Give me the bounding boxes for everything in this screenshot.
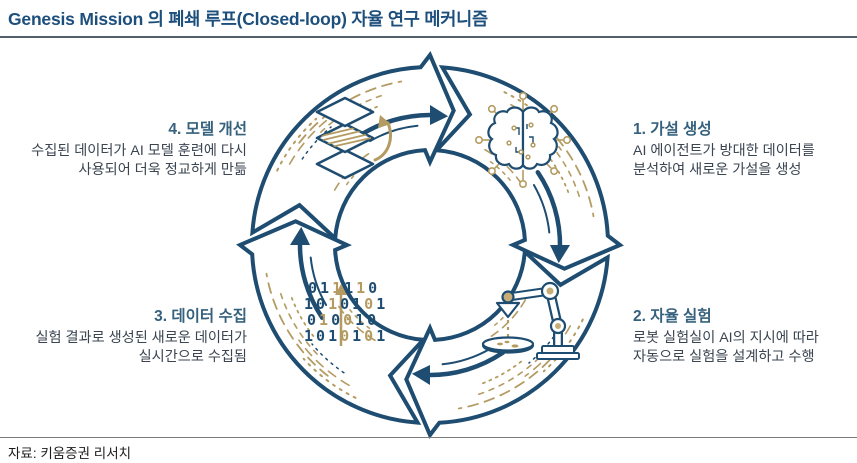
svg-text:011110: 011110 [308, 279, 380, 297]
step-3-data-collection: 3. 데이터 수집 실험 결과로 생성된 새로운 데이터가 실시간으로 수집됨 [4, 304, 247, 367]
step-1-hypothesis: 1. 가설 생성 AI 에이전트가 방대한 데이터를 분석하여 새로운 가설을 … [633, 117, 853, 180]
step-1-heading: 1. 가설 생성 [633, 121, 712, 138]
step-2-text: 자동으로 실험을 설계하고 수행 [633, 349, 815, 365]
step-2-heading: 2. 자율 실험 [633, 308, 712, 325]
clockwise-arrow [297, 240, 325, 320]
robot-arm-icon [481, 281, 580, 360]
clockwise-arrow [425, 350, 505, 378]
svg-text:010010: 010010 [307, 311, 379, 329]
step-3-text: 실시간으로 수집됨 [138, 349, 247, 365]
step-4-model-refinement: 4. 모델 개선 수집된 데이터가 AI 모델 훈련에 다시 사용되어 더욱 정… [4, 117, 247, 180]
figure-title: Genesis Mission 의 폐쇄 루프(Closed-loop) 자율 … [8, 9, 488, 29]
brain-circuit-icon [474, 91, 571, 188]
step-1-text: 분석하여 새로운 가설을 생성 [633, 162, 802, 178]
step-3-text: 실험 결과로 생성된 새로운 데이터가 [35, 330, 247, 346]
step-2-text: 로봇 실험실이 AI의 지시에 따라 [633, 330, 819, 346]
source-divider [0, 437, 857, 438]
step-3-heading: 3. 데이터 수집 [154, 308, 247, 325]
step-1-text: AI 에이전트가 방대한 데이터를 [633, 143, 815, 159]
source-note: 자료: 키움증권 리서치 [8, 446, 132, 461]
ring-arrow-segment [236, 219, 428, 425]
step-4-text: 수집된 데이터가 AI 모델 훈련에 다시 [31, 143, 247, 159]
step-4-heading: 4. 모델 개선 [168, 121, 247, 138]
title-divider [0, 36, 857, 38]
layers-refresh-icon [315, 96, 392, 180]
step-2-autonomous-experiment: 2. 자율 실험 로봇 실험실이 AI의 지시에 따라 자동으로 실험을 설계하… [633, 304, 853, 367]
svg-text:1010101: 1010101 [304, 327, 388, 345]
step-4-text: 사용되어 더욱 정교하게 만듦 [78, 162, 247, 178]
clockwise-arrow [535, 170, 563, 250]
svg-text:1010101: 1010101 [304, 295, 388, 313]
